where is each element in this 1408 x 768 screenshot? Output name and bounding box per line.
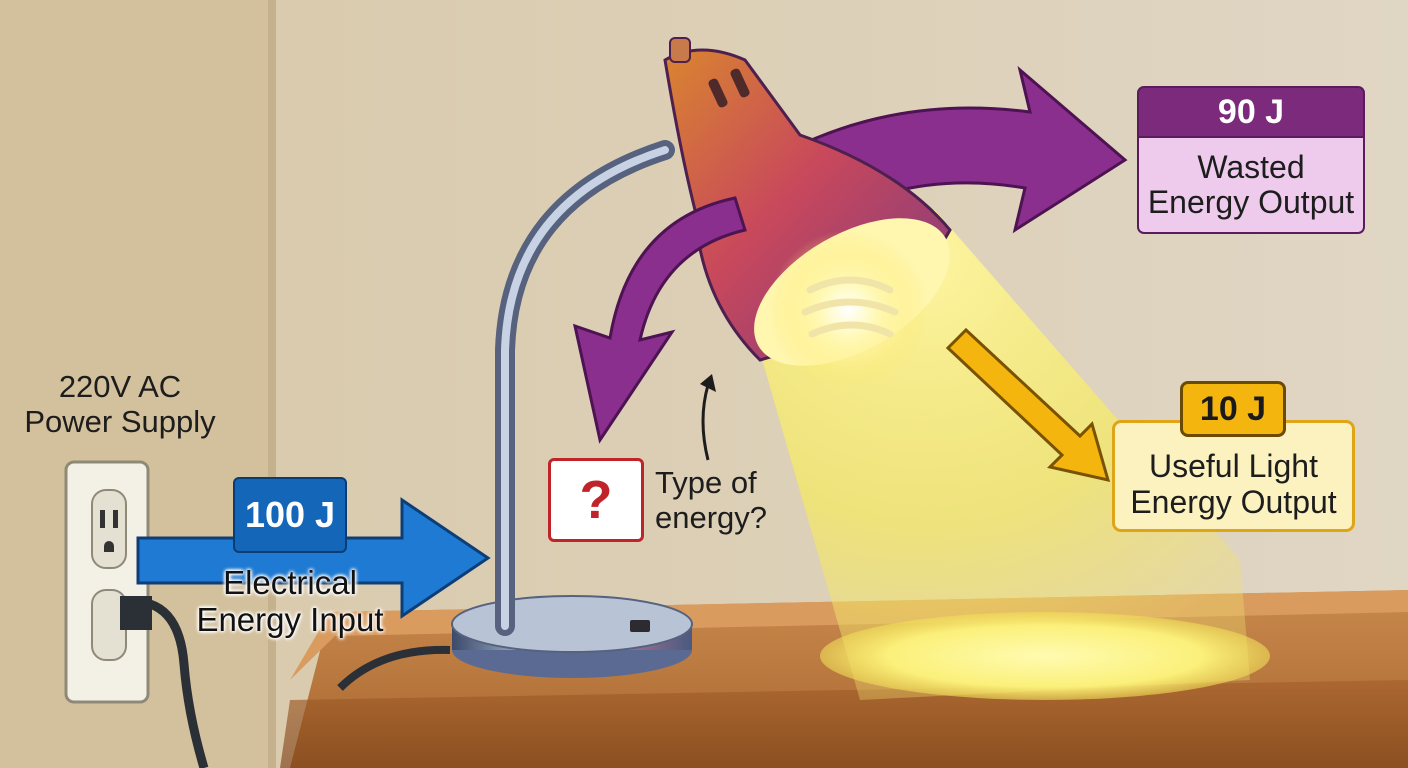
input-energy-label: Electrical Energy Input xyxy=(180,564,400,639)
power-supply-line2: Power Supply xyxy=(24,403,216,439)
lamp-shade xyxy=(663,37,952,390)
pointer-arrow xyxy=(701,384,710,461)
useful-energy-label-box: Useful Light Energy Output xyxy=(1112,420,1355,532)
input-energy-value-box: 100 J xyxy=(233,477,347,553)
useful-energy-value-box: 10 J xyxy=(1180,381,1286,437)
question-mark-icon: ? xyxy=(579,470,613,530)
wasted-energy-value: 90 J xyxy=(1217,92,1285,131)
wasted-energy-value-box: 90 J xyxy=(1137,86,1365,138)
lamp-base xyxy=(451,595,693,678)
useful-energy-label-line1: Useful Light xyxy=(1149,448,1318,485)
useful-energy-label-line2: Energy Output xyxy=(1130,484,1337,520)
wall-outlet-icon xyxy=(64,460,150,704)
type-of-energy-line2: energy? xyxy=(655,499,768,535)
input-energy-label-line1: Electrical xyxy=(223,564,357,601)
power-plug-icon xyxy=(120,596,451,768)
wasted-energy-label-line1: Wasted xyxy=(1197,148,1305,185)
input-energy-label-line2: Energy Input xyxy=(196,600,384,638)
question-mark-box: ? xyxy=(548,458,644,542)
power-supply-line1: 220V AC xyxy=(58,369,182,404)
power-supply-label: 220V AC Power Supply xyxy=(10,369,230,439)
type-of-energy-label: Type of energy? xyxy=(655,465,785,535)
wasted-energy-arrow-left xyxy=(572,196,747,444)
input-energy-value: 100 J xyxy=(244,494,336,535)
type-of-energy-line1: Type of xyxy=(655,465,757,500)
useful-energy-value: 10 J xyxy=(1199,389,1267,428)
wasted-energy-label-box: Wasted Energy Output xyxy=(1137,138,1365,234)
useful-energy-arrow xyxy=(945,327,1111,483)
input-energy-arrow xyxy=(136,497,491,619)
wasted-energy-label-line2: Energy Output xyxy=(1147,184,1355,220)
